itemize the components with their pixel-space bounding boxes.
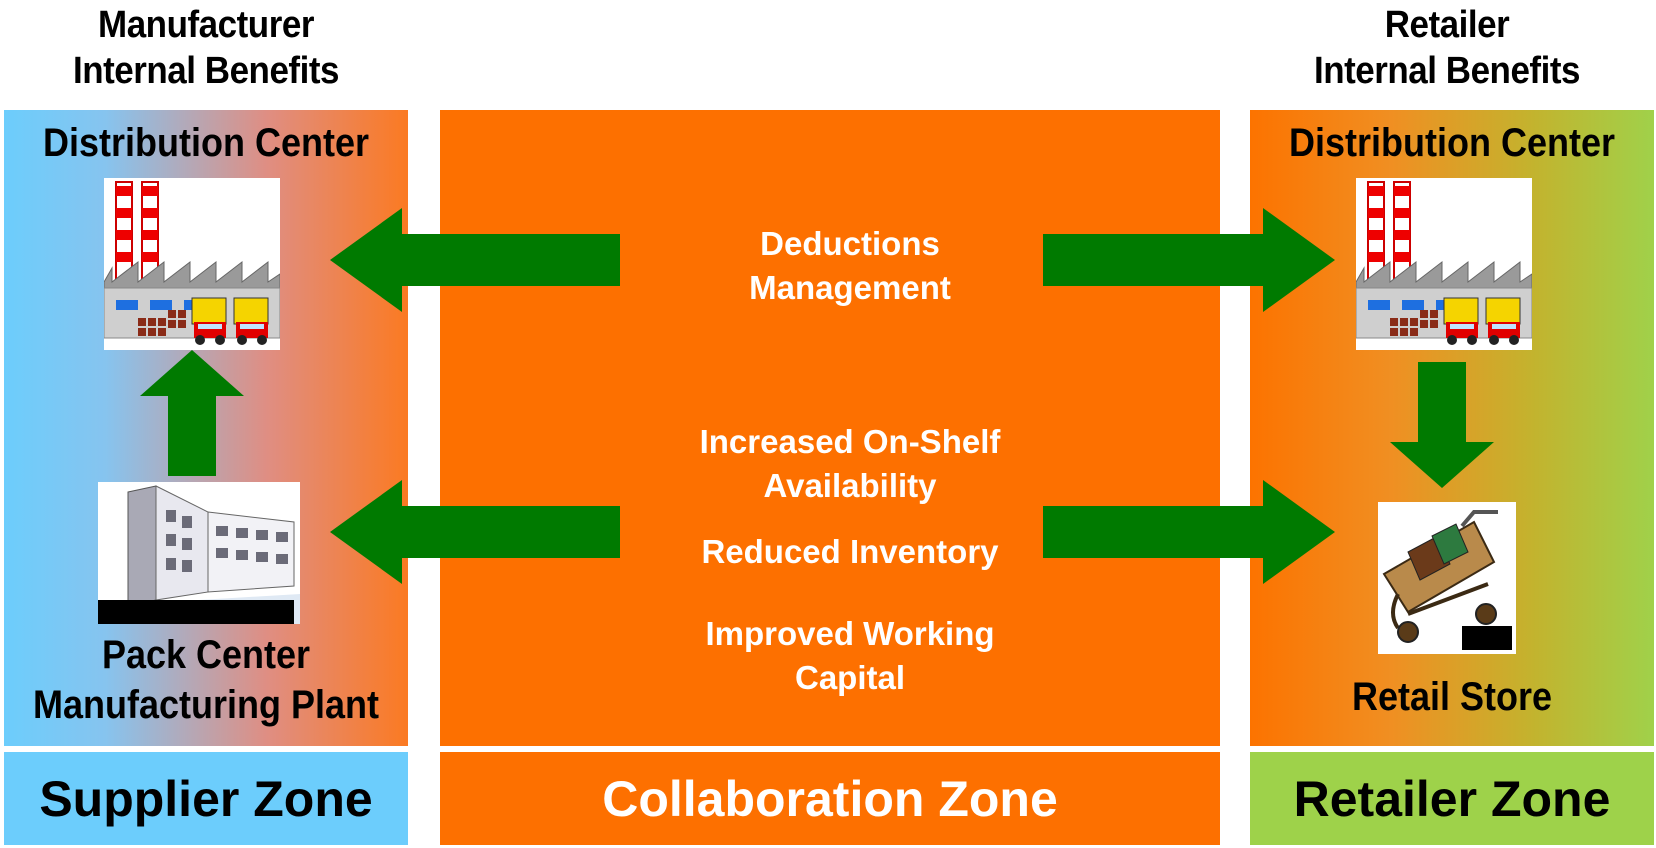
retailer-heading-line1: Retailer [1384, 4, 1510, 46]
manufacturer-heading-line2: Internal Benefits [72, 50, 340, 92]
manufacturer-heading-line1: Manufacturer [98, 4, 314, 46]
manufacturer-heading: Manufacturer Internal Benefits [16, 2, 395, 94]
shopping-cart-icon [1378, 502, 1516, 654]
retailer-heading: Retailer Internal Benefits [1255, 2, 1640, 94]
arrow-down [1390, 362, 1494, 488]
osa-line2: Availability [763, 467, 937, 504]
arrow-left-lower [330, 480, 620, 584]
factory-icon [1356, 178, 1532, 350]
osa-line1: Increased On-Shelf [699, 423, 1001, 460]
capital-line2: Capital [794, 659, 906, 696]
right-distribution-center-label: Distribution Center [1288, 121, 1615, 165]
retailer-heading-line2: Internal Benefits [1313, 50, 1581, 92]
arrow-right-lower [1043, 480, 1335, 584]
pack-center-line1: Pack Center [101, 633, 311, 677]
deductions-line1: Deductions [760, 225, 940, 262]
factory-icon [104, 178, 280, 350]
reduced-inventory-text: Reduced Inventory [701, 533, 999, 570]
collaboration-zone-label: Collaboration Zone [440, 752, 1220, 845]
capital-line1: Improved Working [705, 615, 995, 652]
pack-center-label: Pack Center Manufacturing Plant [24, 630, 388, 730]
deductions-management-text: Deductions Management [640, 222, 1060, 310]
retailer-zone-label: Retailer Zone [1250, 752, 1654, 845]
retail-store-label: Retail Store [1351, 675, 1553, 719]
on-shelf-availability-text: Increased On-Shelf Availability [640, 420, 1060, 508]
building-icon [98, 482, 300, 624]
working-capital-text: Improved Working Capital [640, 612, 1060, 700]
left-distribution-center-label: Distribution Center [42, 121, 369, 165]
arrow-up [140, 350, 244, 476]
collaboration-panel [440, 110, 1220, 746]
pack-center-line2: Manufacturing Plant [32, 683, 379, 727]
arrow-left-upper [330, 208, 620, 312]
arrow-right-upper [1043, 208, 1335, 312]
deductions-line2: Management [749, 269, 951, 306]
supplier-zone-label: Supplier Zone [4, 752, 408, 845]
